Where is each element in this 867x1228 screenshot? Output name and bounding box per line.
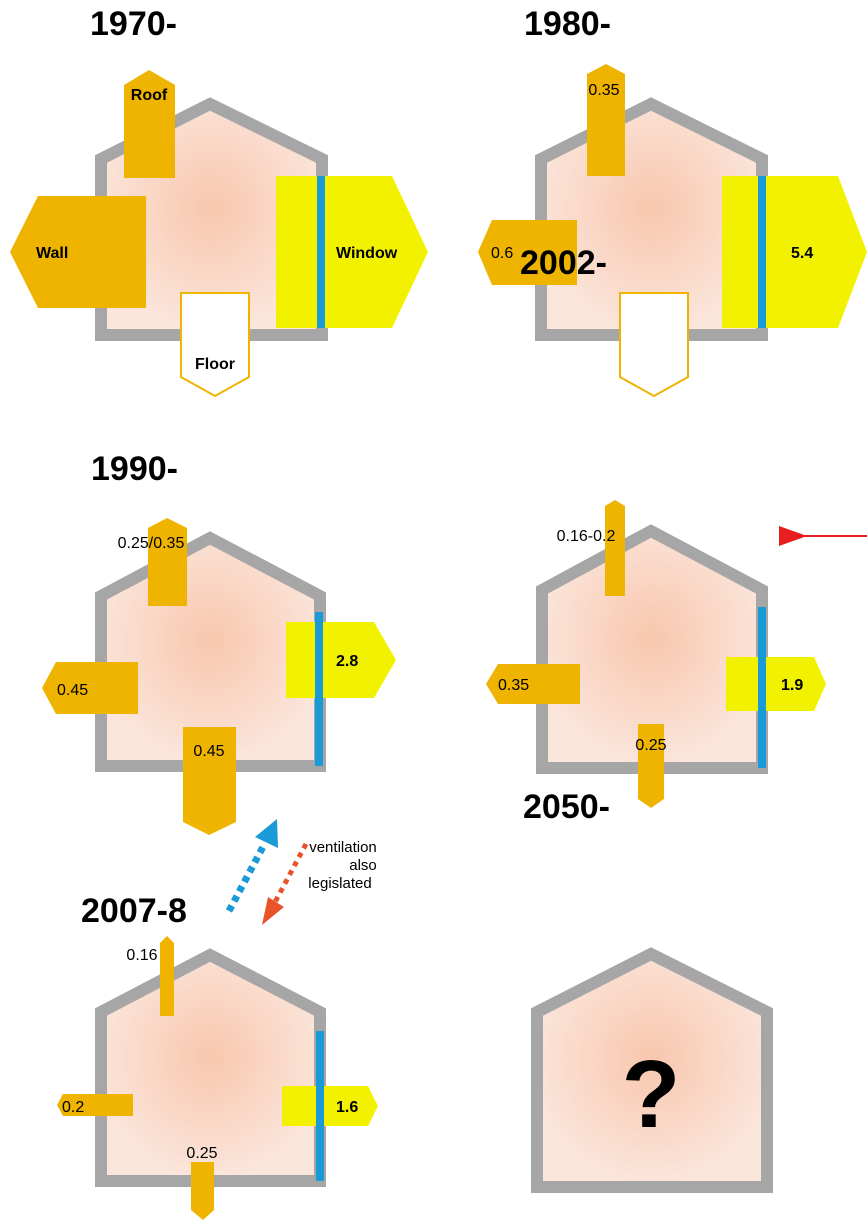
window-label: Window [336,245,398,262]
ventilation-out-arrow [225,841,269,913]
ventilation-note-line-3: legislated [308,875,371,892]
ventilation-note-line-2: also [349,857,377,874]
house-interior [101,955,320,1181]
question-mark: ? [622,1041,681,1148]
roof-label: Roof [131,87,168,104]
panel-1990: 1990- 0.25/0.35 0.45 2.8 0.45 [42,450,396,835]
wall-value: 0.35 [498,677,529,694]
year-title: 2002- [520,244,607,282]
window-element [276,176,428,328]
roof-element [160,936,174,1016]
glass-pane [315,612,323,766]
floor-label: Floor [195,356,235,373]
glass-pane [758,607,766,768]
year-title: 2007-8 [81,892,187,930]
panel-2002: 2002- 0.16-0.2 0.35 1.9 0.25 [486,244,867,808]
wall-value: 0.6 [491,245,513,262]
wall-label: Wall [36,245,68,262]
roof-element [124,70,175,178]
floor-element [191,1162,214,1220]
glass-pane [316,1031,324,1181]
roof-element [148,518,187,606]
floor-element [619,292,689,398]
panel-2050: 2050- ? [523,788,773,1193]
floor-element [183,727,236,835]
wall-element [10,196,146,308]
window-element [286,622,396,698]
roof-value: 0.25/0.35 [118,535,185,552]
ventilation-in-arrowhead [262,897,284,925]
window-value: 2.8 [336,653,358,670]
glass-pane [317,176,325,328]
ventilation-note-line-1: ventilation [309,839,377,856]
roof-value: 0.35 [588,82,619,99]
ventilation-out-arrowhead [255,819,278,848]
wall-element [57,1094,133,1116]
wall-value: 0.2 [62,1099,84,1116]
roof-value: 0.16-0.2 [557,528,616,545]
ventilation-in-arrow [271,842,309,906]
window-element [282,1086,378,1126]
window-value: 1.6 [336,1099,358,1116]
floor-value: 0.45 [193,743,224,760]
house-interior [537,954,767,1187]
panel-1970: 1970- Roof Wall Window Floor [10,5,428,398]
floor-value: 0.25 [186,1145,217,1162]
roof-element [605,500,625,596]
year-title: 1990- [91,450,178,488]
year-title: 1970- [90,5,177,43]
house-interior [542,531,762,768]
panel-1980: 1980- 0.35 0.6 5.4 [478,5,867,398]
wall-element [478,220,577,285]
window-element [726,657,826,711]
roof-value: 0.16 [126,947,157,964]
panel-2007-8: 2007-8 0.16 0.2 1.6 0.25 ventilation als… [57,819,378,1220]
window-value: 5.4 [791,245,813,262]
floor-value: 0.25 [635,737,666,754]
year-title: 2050- [523,788,610,826]
wall-value: 0.45 [57,682,88,699]
floor-element [180,292,250,398]
house-wall [531,947,773,1193]
wall-element [486,664,580,704]
roof-element [587,64,625,176]
year-title: 1980- [524,5,611,43]
window-value: 1.9 [781,677,803,694]
wall-element [42,662,138,714]
floor-element [638,724,664,808]
glass-pane [758,176,766,328]
